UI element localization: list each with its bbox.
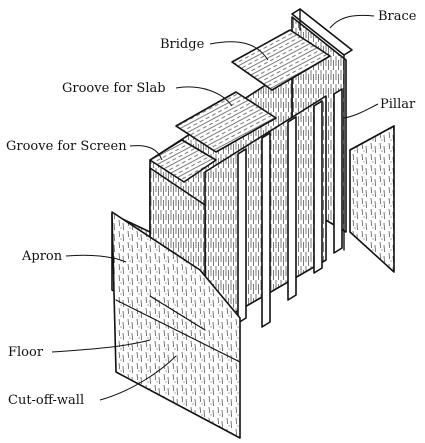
label-brace: Brace <box>378 9 417 24</box>
label-groove-for-screen: Groove for Screen <box>6 139 127 154</box>
label-cut-off-wall: Cut-off-wall <box>8 393 84 408</box>
right-wing-panel <box>349 125 395 273</box>
bridges <box>149 29 331 183</box>
label-bridge: Bridge <box>160 37 205 52</box>
label-pillar: Pillar <box>380 97 416 112</box>
label-apron: Apron <box>21 249 63 264</box>
leader-lines <box>51 14 379 401</box>
label-groove-for-slab: Groove for Slab <box>62 81 166 96</box>
braces <box>291 8 353 251</box>
label-floor: Floor <box>8 345 44 360</box>
pillars <box>237 88 343 328</box>
floor-and-cut-off-wall <box>111 211 241 439</box>
